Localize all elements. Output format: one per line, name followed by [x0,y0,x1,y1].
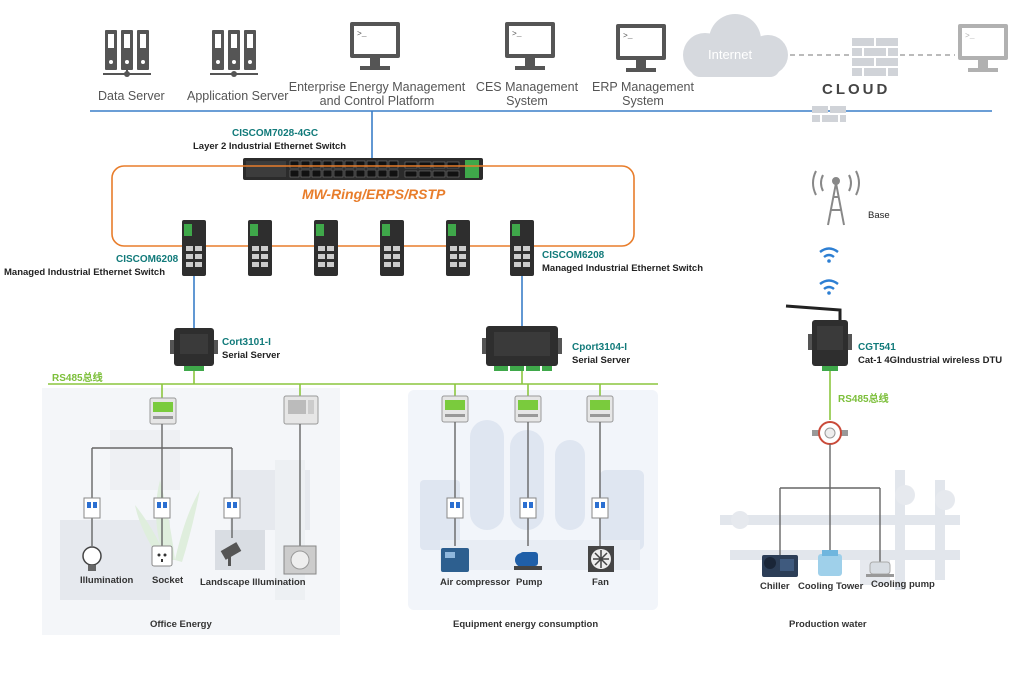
ring-label: MW-Ring/ERPS/RSTP [302,186,446,202]
dtu-device [785,304,852,371]
edge-switch-left-description: Managed Industrial Ethernet Switch [4,267,165,278]
ces-label-line1: CES Management [475,80,579,94]
cooling-tower-label: Cooling Tower [798,581,864,592]
chiller-icon [762,555,798,577]
ring-topology-line [111,165,635,247]
cell-tower-icon [812,170,860,226]
serial-server-left-device [170,328,218,371]
erp-monitor-icon: >_ [616,24,666,72]
svg-text:>_: >_ [623,32,633,41]
fan-label: Fan [592,577,609,588]
landscape-label: Landscape Illumination [200,577,306,588]
cloud-label: CLOUD [822,81,891,98]
erp-label-line2: System [622,94,664,108]
edge-switch-3 [314,220,338,276]
water-meter-icon [812,421,848,445]
meter-equipment-1 [441,395,469,423]
core-switch-model: CISCOM7028-4GC [232,128,319,139]
water-title: Production water [789,619,867,630]
serial-server-right-description: Serial Server [572,355,631,366]
serial-server-right-model: Cport3104-I [572,342,628,353]
application-server-label: Application Server [187,89,289,103]
meter-office-1 [149,397,177,425]
cooling-pump-icon [866,561,894,577]
socket-icon [151,545,173,567]
internet-cloud-icon [683,14,788,77]
edge-switch-right-description: Managed Industrial Ethernet Switch [542,263,703,274]
internet-label: Internet [708,47,753,62]
wifi-icon-1 [819,247,839,263]
dtu-description: Cat-1 4GIndustrial wireless DTU [858,355,1003,366]
illumination-label: Illumination [80,575,134,586]
lightbulb-icon [82,546,102,571]
rs485-left-label: RS485总线 [52,373,103,384]
meter-equipment-3 [586,395,614,423]
serial-server-left-model: Cort3101-I [222,337,271,348]
edge-switch-left-model: CISCOM6208 [116,254,179,265]
svg-text:>_: >_ [512,30,522,39]
breaker-icons [83,497,609,519]
data-server-icon [103,30,151,77]
base-label: Base [868,210,890,221]
data-server-label: Data Server [98,89,165,103]
cooling-tower-icon [818,550,842,576]
svg-text:>_: >_ [357,30,367,39]
gateway-firewall-icon [812,106,846,122]
edge-switch-5 [446,220,470,276]
ces-label-line2: System [506,94,548,108]
air-compressor-icon [441,548,469,572]
cooling-pump-label: Cooling pump [871,579,935,590]
erp-label-line1: ERP Management [592,80,694,94]
water-wiring [779,444,881,562]
edge-switch-6 [510,220,534,276]
chiller-label: Chiller [760,581,790,592]
wifi-icon-2 [819,279,839,295]
rs485-right-label: RS485总线 [838,394,889,405]
dtu-model: CGT541 [858,342,896,353]
serial-server-left-description: Serial Server [222,350,281,361]
core-switch-description: Layer 2 Industrial Ethernet Switch [193,141,347,152]
meter-equipment-2 [514,395,542,423]
edge-switch-2 [248,220,272,276]
fan-icon [588,546,614,572]
equipment-title: Equipment energy consumption [453,619,599,630]
edge-switch-1 [182,220,206,276]
remote-monitor-icon: >_ [958,24,1008,72]
core-switch-device [243,158,483,180]
edge-switch-right-model: CISCOM6208 [542,250,605,261]
socket-label: Socket [152,575,184,586]
pump-icon [514,552,542,570]
serial-server-right-device [482,326,562,371]
energy-platform-monitor-icon: >_ [350,22,400,70]
energy-platform-label-line1: Enterprise Energy Management [288,80,466,94]
spotlight-icon [220,542,242,566]
svg-text:>_: >_ [965,32,975,41]
air-conditioner-icon [283,545,317,575]
equipment-wiring [454,422,601,546]
firewall-icon [852,38,898,76]
office-wiring [91,424,301,546]
application-server-icon [210,30,258,77]
pump-label: Pump [516,577,543,588]
energy-platform-label-line2: and Control Platform [319,94,435,108]
ces-monitor-icon: >_ [505,22,555,70]
office-title: Office Energy [150,619,212,630]
air-compressor-label: Air compressor [440,577,511,588]
meter-office-2 [283,395,319,425]
edge-switch-4 [380,220,404,276]
